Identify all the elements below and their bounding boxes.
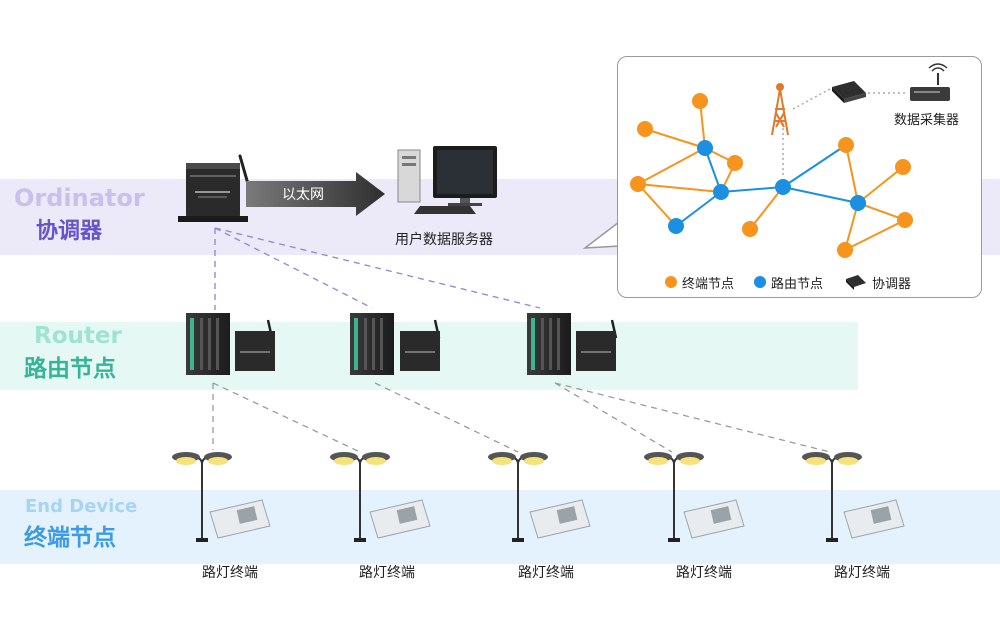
- router-device-3: [527, 313, 618, 375]
- collector-label: 数据采集器: [894, 113, 960, 128]
- street-lamp-5: [802, 452, 905, 542]
- coordinator-gateway: [178, 154, 250, 222]
- street-lamp-1: [172, 452, 271, 542]
- coordinator-tier-en: Ordinator: [14, 184, 145, 212]
- legend-coordinator-icon: [846, 275, 866, 290]
- router-tier-en: Router: [34, 323, 122, 349]
- callout-pointer: [582, 220, 620, 249]
- coordinator-device-icon: [832, 81, 866, 103]
- router-device-2: [350, 313, 441, 375]
- end-device-label-4: 路灯终端: [676, 565, 732, 581]
- coordinator-router-links: [214, 227, 541, 310]
- legend-end-node-label: 终端节点: [682, 277, 735, 292]
- street-lamp-4: [644, 452, 745, 542]
- end-device-label-1: 路灯终端: [202, 565, 258, 581]
- legend-router-node-label: 路由节点: [771, 277, 824, 292]
- router-device-1: [186, 313, 275, 375]
- end-device-label-3: 路灯终端: [518, 565, 574, 581]
- ethernet-arrow-label: 以太网: [282, 187, 324, 203]
- street-lamp-3: [488, 452, 591, 542]
- coordinator-tier-zh: 协调器: [36, 219, 103, 244]
- router-end-links: [212, 382, 831, 453]
- end-device-label-5: 路灯终端: [834, 565, 890, 581]
- mesh-network-diagram: [630, 63, 950, 290]
- server-label: 用户数据服务器: [395, 232, 493, 248]
- legend-blue-dot: [754, 276, 766, 288]
- radio-tower-icon: [771, 83, 789, 136]
- end-device-tier-zh: 终端节点: [24, 525, 116, 551]
- legend-coordinator-label: 协调器: [872, 277, 912, 292]
- end-device-band: [0, 490, 1000, 564]
- end-device-label-2: 路灯终端: [359, 565, 415, 581]
- legend-orange-dot: [665, 276, 677, 288]
- end-device-tier-en: End Device: [25, 496, 138, 517]
- street-lamp-2: [330, 452, 431, 542]
- server-computer-icon: [397, 146, 497, 214]
- router-tier-zh: 路由节点: [24, 356, 116, 382]
- data-collector-icon: [910, 63, 950, 101]
- ethernet-arrow: 以太网: [246, 172, 385, 216]
- mesh-network-callout: 数据采集器 终端节点 路由节点 协调器: [617, 56, 982, 298]
